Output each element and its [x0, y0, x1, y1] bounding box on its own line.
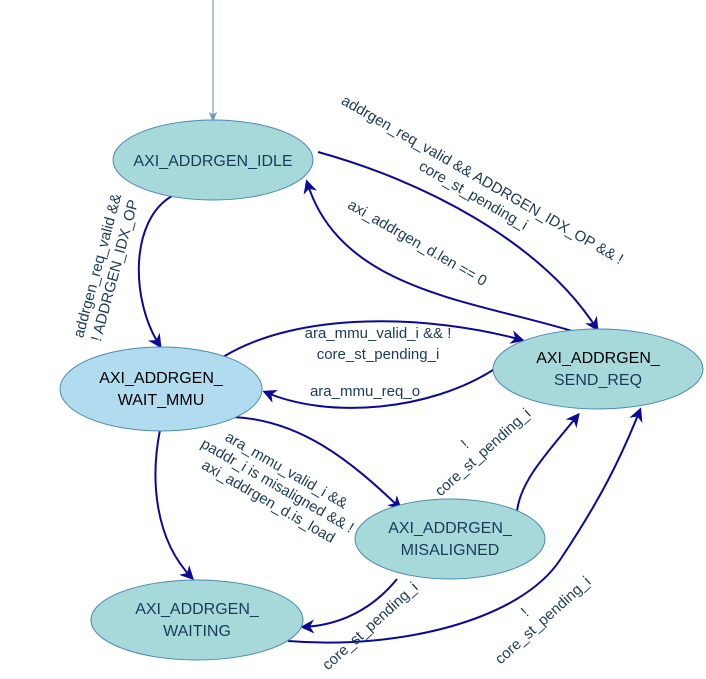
state-send-req[interactable]: AXI_ADDRGEN_ SEND_REQ: [492, 328, 704, 410]
label-misaligned-to-send-req-line-2: core_st_pending_i: [432, 405, 534, 500]
state-waiting[interactable]: AXI_ADDRGEN_ WAITING: [90, 579, 304, 661]
edge-misaligned-to-waiting: [300, 578, 398, 634]
state-idle-label: AXI_ADDRGEN_IDLE: [133, 153, 292, 170]
edge-waiting-to-send-req: [287, 407, 643, 644]
label-misaligned-to-send-req: ! core_st_pending_i: [432, 405, 534, 500]
state-wait-mmu-label-2: WAIT_MMU: [118, 392, 205, 409]
label-idle-to-send-req: addrgen_req_valid && ADDRGEN_IDX_OP && !…: [338, 92, 626, 268]
state-misaligned-label-1: AXI_ADDRGEN_: [388, 520, 513, 537]
label-misaligned-to-waiting: core_st_pending_i: [319, 579, 421, 674]
label-send-req-to-wait-mmu: ara_mmu_req_o: [310, 383, 420, 400]
edge-send-req-to-idle: [303, 179, 573, 332]
label-wait-mmu-to-send-req: ara_mmu_valid_i && ! core_st_pending_i: [305, 325, 452, 363]
label-wait-mmu-to-misaligned-line-2: paddr_i is misaligned && !: [198, 435, 357, 536]
label-waiting-to-send-req-line-2: core_st_pending_i: [492, 573, 594, 668]
label-misaligned-to-send-req-line-1: !: [458, 437, 472, 452]
edge-idle-to-wait-mmu: [137, 195, 173, 349]
edge-idle-to-send-req: [317, 151, 599, 332]
state-waiting-label-1: AXI_ADDRGEN_: [135, 601, 260, 618]
state-send-req-label-2: SEND_REQ: [554, 372, 642, 389]
state-waiting-label-2: WAITING: [163, 623, 231, 640]
label-waiting-to-send-req: ! core_st_pending_i: [492, 573, 594, 668]
label-waiting-to-send-req-line-1: !: [518, 605, 532, 620]
label-send-req-to-idle: axi_addrgen_d.len == 0: [345, 196, 490, 290]
label-send-req-to-wait-mmu-line-1: ara_mmu_req_o: [310, 383, 420, 400]
edge-wait-mmu-to-waiting: [154, 429, 194, 581]
state-wait-mmu-label-1: AXI_ADDRGEN_: [99, 370, 224, 387]
edge-send-req-to-wait-mmu: [262, 369, 494, 409]
state-send-req-label-1: AXI_ADDRGEN_: [536, 350, 661, 367]
label-wait-mmu-to-send-req-line-2: core_st_pending_i: [317, 346, 440, 363]
label-idle-to-send-req-line-1: addrgen_req_valid && ADDRGEN_IDX_OP && !: [338, 92, 626, 268]
label-send-req-to-idle-line-1: axi_addrgen_d.len == 0: [345, 196, 490, 290]
edge-wait-mmu-to-misaligned: [232, 416, 403, 510]
edge-misaligned-to-send-req: [516, 412, 580, 513]
edge-wait-mmu-to-send-req: [222, 320, 525, 358]
label-idle-to-wait-mmu: addrgen_req_valid && ! ADDRGEN_IDX_OP: [70, 192, 142, 343]
state-idle[interactable]: AXI_ADDRGEN_IDLE: [112, 119, 314, 201]
state-wait-mmu[interactable]: AXI_ADDRGEN_ WAIT_MMU: [59, 346, 263, 432]
state-misaligned[interactable]: AXI_ADDRGEN_ MISALIGNED: [354, 498, 546, 580]
label-wait-mmu-to-send-req-line-1: ara_mmu_valid_i && !: [305, 325, 452, 342]
state-misaligned-label-2: MISALIGNED: [401, 542, 500, 559]
label-wait-mmu-to-misaligned: ara_mmu_valid_i && paddr_i is misaligned…: [198, 429, 357, 547]
label-misaligned-to-waiting-line-1: core_st_pending_i: [319, 579, 421, 674]
